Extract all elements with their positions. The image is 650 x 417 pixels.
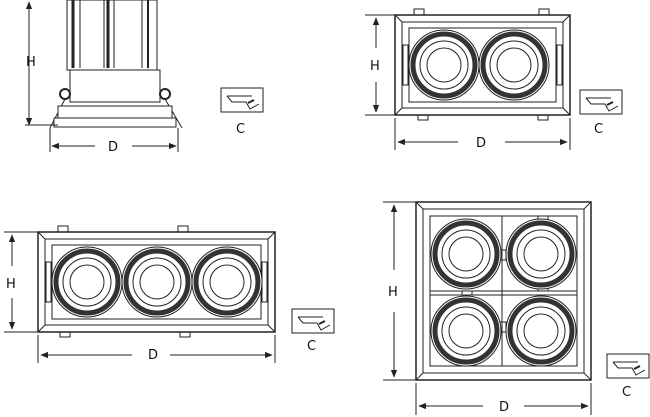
double-view-height-label: H [370,59,380,74]
triple-view-dimensions [4,231,276,363]
triple-view-lens-2 [121,246,193,318]
triple-view-cutout-label: C [307,339,316,354]
triple-view-lens-1 [51,246,123,318]
quad-view-depth-label: D [499,400,509,415]
side-view-figure [25,0,183,152]
ceiling-cutout-icon [579,89,623,115]
double-view-lens-1 [408,29,480,101]
side-view-height-label: H [26,55,36,70]
quad-view-dimensions [383,201,592,415]
side-view-cutout-label: C [236,122,245,137]
triple-view-lens-3 [191,246,263,318]
ceiling-cutout-icon [291,308,335,334]
quad-view-cutout-label: C [622,385,631,400]
quad-view-lens-1 [430,218,502,290]
double-view-depth-label: D [476,136,486,151]
quad-view-lens-4 [505,295,577,367]
ceiling-cutout-icon [220,87,264,113]
side-view-depth-label: D [108,140,118,155]
quad-view-lens-2 [505,218,577,290]
double-view-lens-2 [478,29,550,101]
quad-view-height-label: H [388,285,398,300]
double-view-cutout-label: C [594,122,603,137]
triple-view-depth-label: D [148,348,158,363]
triple-view-height-label: H [6,277,16,292]
double-view-dimensions [365,14,571,150]
ceiling-cutout-icon [606,353,650,379]
quad-view-lens-3 [430,295,502,367]
